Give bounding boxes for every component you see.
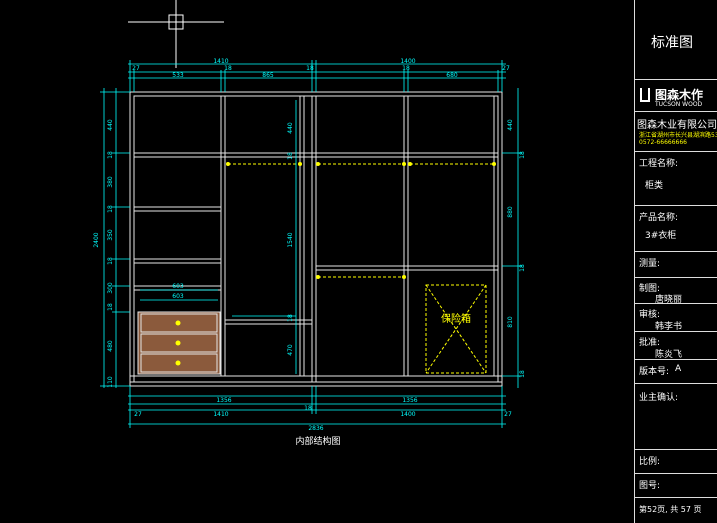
dim-left-10: 110	[107, 376, 114, 388]
dim-right-5: 810	[507, 316, 514, 328]
drawn-value: 唐晓丽	[655, 295, 683, 305]
review-label: 审核:	[639, 310, 661, 320]
dim-inner-7: 603	[172, 293, 184, 300]
owner-confirm-cell: 业主确认:	[635, 384, 717, 450]
dimension-texts: 27 533 1410 18 865 18 1400 18 680 27 135…	[93, 58, 526, 432]
measure-cell: 测量:	[635, 252, 717, 278]
product-cell: 产品名称: 3#衣柜	[635, 206, 717, 252]
dim-bottom-7: 27	[504, 411, 512, 418]
drawing-caption: 内部结构图	[295, 435, 340, 447]
dim-right-1: 440	[507, 119, 514, 131]
dim-bottom-1: 1356	[216, 397, 231, 404]
approve-value: 陈炎飞	[655, 350, 683, 360]
dim-top-4: 18	[224, 65, 232, 72]
logo-cell: 图森木作 TUCSON WOOD	[635, 80, 717, 112]
company-address: 浙江省湖州市长兴县湖滨路53号	[639, 132, 717, 139]
approve-cell: 批准: 陈炎飞	[635, 332, 717, 360]
crosshair-cursor	[128, 0, 224, 68]
dim-bottom-3: 1410	[213, 411, 228, 418]
company-cell: 图森木业有限公司 浙江省湖州市长兴县湖滨路53号 0572-66666666	[635, 112, 717, 152]
approve-label: 批准:	[639, 338, 661, 348]
dim-bottom-4: 1400	[400, 411, 415, 418]
logo-name: 图森木作	[655, 88, 704, 102]
safe-label: 保险箱	[441, 312, 471, 325]
dim-right-4: 18	[519, 264, 526, 272]
standard-drawing-title: 标准图	[651, 35, 693, 51]
dim-right-3: 880	[507, 206, 514, 218]
measure-label: 测量:	[639, 259, 661, 269]
product-label: 产品名称:	[639, 213, 679, 223]
dim-top-7: 1400	[400, 58, 415, 65]
dim-right-6: 18	[519, 370, 526, 378]
figure-no-label: 图号:	[639, 481, 661, 491]
dim-inner-3: 1540	[287, 232, 294, 247]
owner-confirm-label: 业主确认:	[639, 393, 679, 403]
dim-bottom-5: 27	[134, 411, 142, 418]
product-value: 3#衣柜	[645, 231, 677, 241]
dim-left-6: 18	[107, 257, 114, 265]
hanging-rods	[228, 163, 494, 278]
scale-cell: 比例:	[635, 450, 717, 474]
dim-bottom-2: 1356	[402, 397, 417, 404]
dim-top-10: 27	[502, 65, 510, 72]
dim-inner-4: 18	[287, 314, 294, 322]
dim-top-1: 27	[132, 65, 140, 72]
dim-left-5: 350	[107, 229, 114, 241]
dim-left-9: 480	[107, 340, 114, 352]
dim-bottom-8: 2836	[308, 425, 323, 432]
project-label: 工程名称:	[639, 159, 679, 169]
page-info: 第52页, 共 57 页	[639, 505, 702, 514]
drawn-cell: 制图: 唐晓丽	[635, 278, 717, 305]
dim-left-3: 380	[107, 176, 114, 188]
review-value: 韩李书	[655, 322, 683, 332]
dimension-lines	[100, 60, 522, 428]
page-info-cell: 第52页, 共 57 页	[635, 498, 717, 523]
dim-left-2: 18	[107, 151, 114, 159]
rod-supports	[226, 162, 496, 279]
drawn-label: 制图:	[639, 284, 661, 294]
logo-icon	[640, 88, 650, 102]
version-cell: 版本号: A	[635, 360, 717, 384]
dim-inner-1: 440	[287, 122, 294, 134]
dim-bottom-6: 18	[304, 405, 312, 412]
figure-no-cell: 图号:	[635, 474, 717, 498]
dim-left-4: 18	[107, 205, 114, 213]
dim-top-3: 1410	[213, 58, 228, 65]
dim-left-1: 440	[107, 119, 114, 131]
company-name: 图森木业有限公司	[637, 120, 717, 131]
company-phone: 0572-66666666	[639, 139, 687, 146]
dim-inner-2: 18	[287, 152, 294, 160]
project-cell: 工程名称: 柜类	[635, 152, 717, 206]
logo-sub: TUCSON WOOD	[655, 101, 703, 108]
dim-top-5: 865	[262, 72, 274, 79]
dim-inner-6: 603	[172, 283, 184, 290]
version-value: A	[675, 364, 682, 374]
dim-inner-5: 470	[287, 344, 294, 356]
dim-left-7: 300	[107, 282, 114, 294]
title-block: 标准图 图森木作 TUCSON WOOD 图森木业有限公司 浙江省湖州市长兴县湖…	[634, 0, 717, 523]
dim-top-9: 680	[446, 72, 458, 79]
safe-box	[425, 284, 487, 374]
dim-left-total: 2400	[93, 232, 100, 247]
title-cell: 标准图	[635, 0, 717, 80]
review-cell: 审核: 韩李书	[635, 304, 717, 332]
project-value: 柜类	[645, 181, 664, 191]
version-label: 版本号:	[639, 367, 670, 377]
dim-left-8: 18	[107, 303, 114, 311]
drawer-unit	[137, 311, 221, 375]
dim-right-2: 18	[519, 151, 526, 159]
scale-label: 比例:	[639, 457, 661, 467]
dim-top-2: 533	[172, 72, 184, 79]
cabinet-outer	[129, 91, 503, 387]
dim-top-6: 18	[306, 65, 314, 72]
dim-top-8: 18	[402, 65, 410, 72]
